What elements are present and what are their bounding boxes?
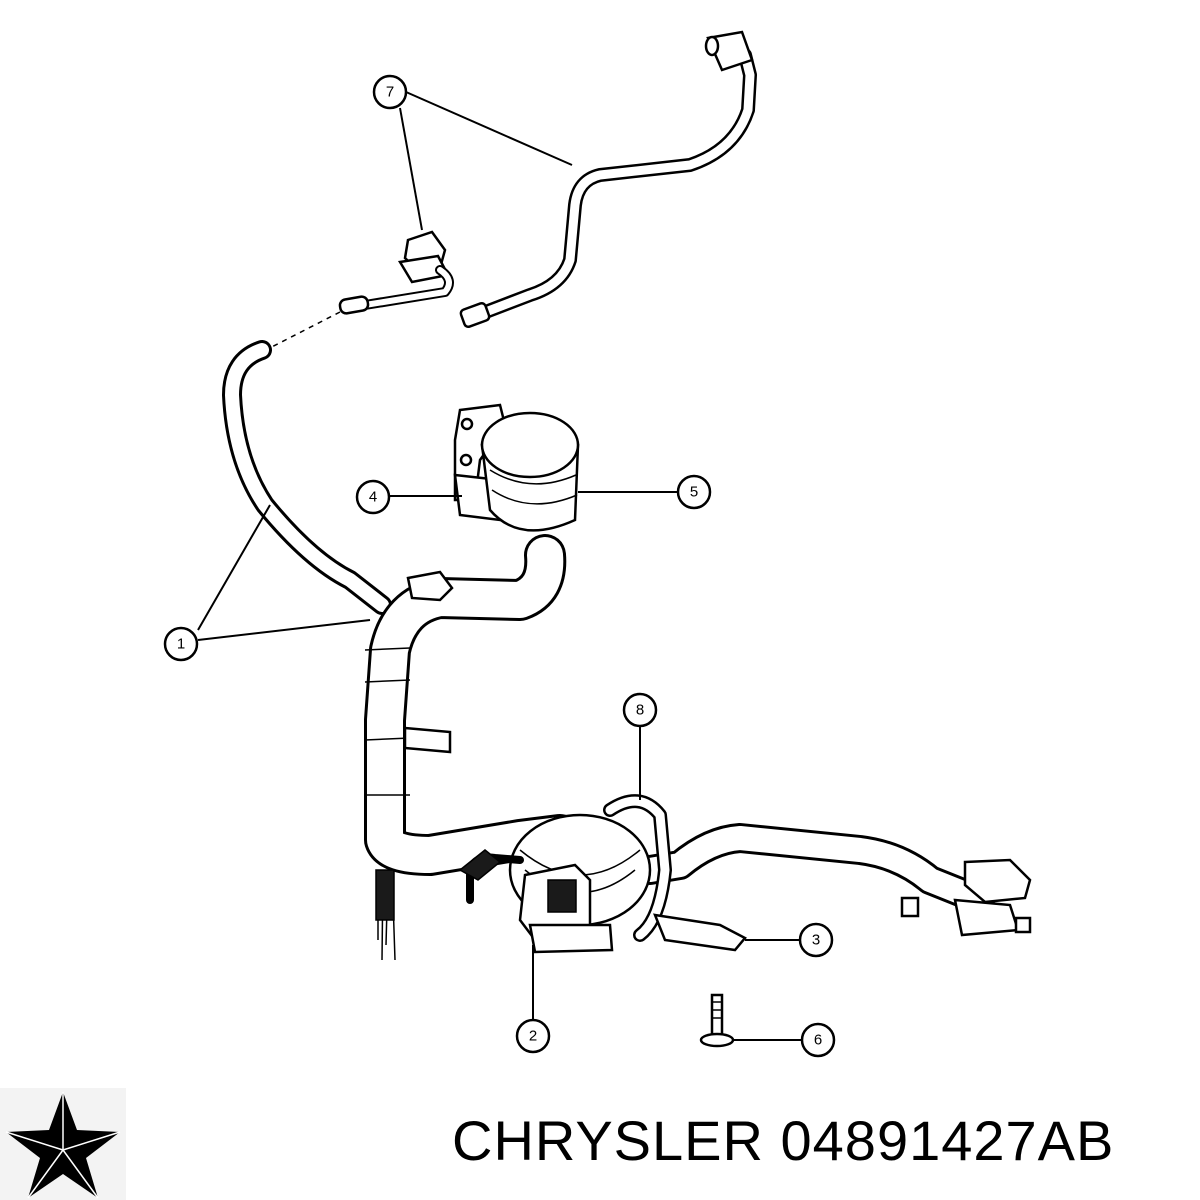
chrysler-pentastar-icon — [0, 1088, 126, 1200]
bolt — [699, 993, 735, 1048]
svg-text:4: 4 — [369, 489, 377, 506]
hose-assembly-main — [222, 340, 1032, 937]
mounting-bracket — [653, 913, 747, 952]
callout-4: 4 — [355, 479, 391, 515]
svg-text:5: 5 — [690, 484, 698, 501]
callout-1: 1 — [163, 626, 199, 662]
wire-harness-lead — [375, 869, 396, 961]
loop-hose — [603, 794, 672, 942]
svg-text:7: 7 — [386, 84, 394, 101]
svg-text:8: 8 — [636, 702, 644, 719]
callout-7: 7 — [372, 74, 408, 110]
callout-6: 6 — [800, 1022, 836, 1058]
filter-canister — [480, 411, 580, 532]
svg-text:1: 1 — [177, 636, 185, 653]
leader-lines — [197, 91, 802, 1041]
part-number: 04891427AB — [780, 1109, 1115, 1172]
vapor-hose-upper — [459, 30, 757, 329]
callout-3: 3 — [798, 922, 834, 958]
vapor-connector-small — [261, 230, 454, 353]
brand-name: CHRYSLER — [452, 1109, 764, 1172]
svg-text:2: 2 — [529, 1028, 537, 1045]
callout-5: 5 — [676, 474, 712, 510]
callout-2: 2 — [515, 1018, 551, 1054]
svg-text:3: 3 — [812, 932, 820, 949]
callout-8: 8 — [622, 692, 658, 728]
svg-text:6: 6 — [814, 1032, 822, 1049]
part-number-label: CHRYSLER 04891427AB — [452, 1108, 1114, 1173]
leak-detection-pump — [458, 813, 652, 954]
